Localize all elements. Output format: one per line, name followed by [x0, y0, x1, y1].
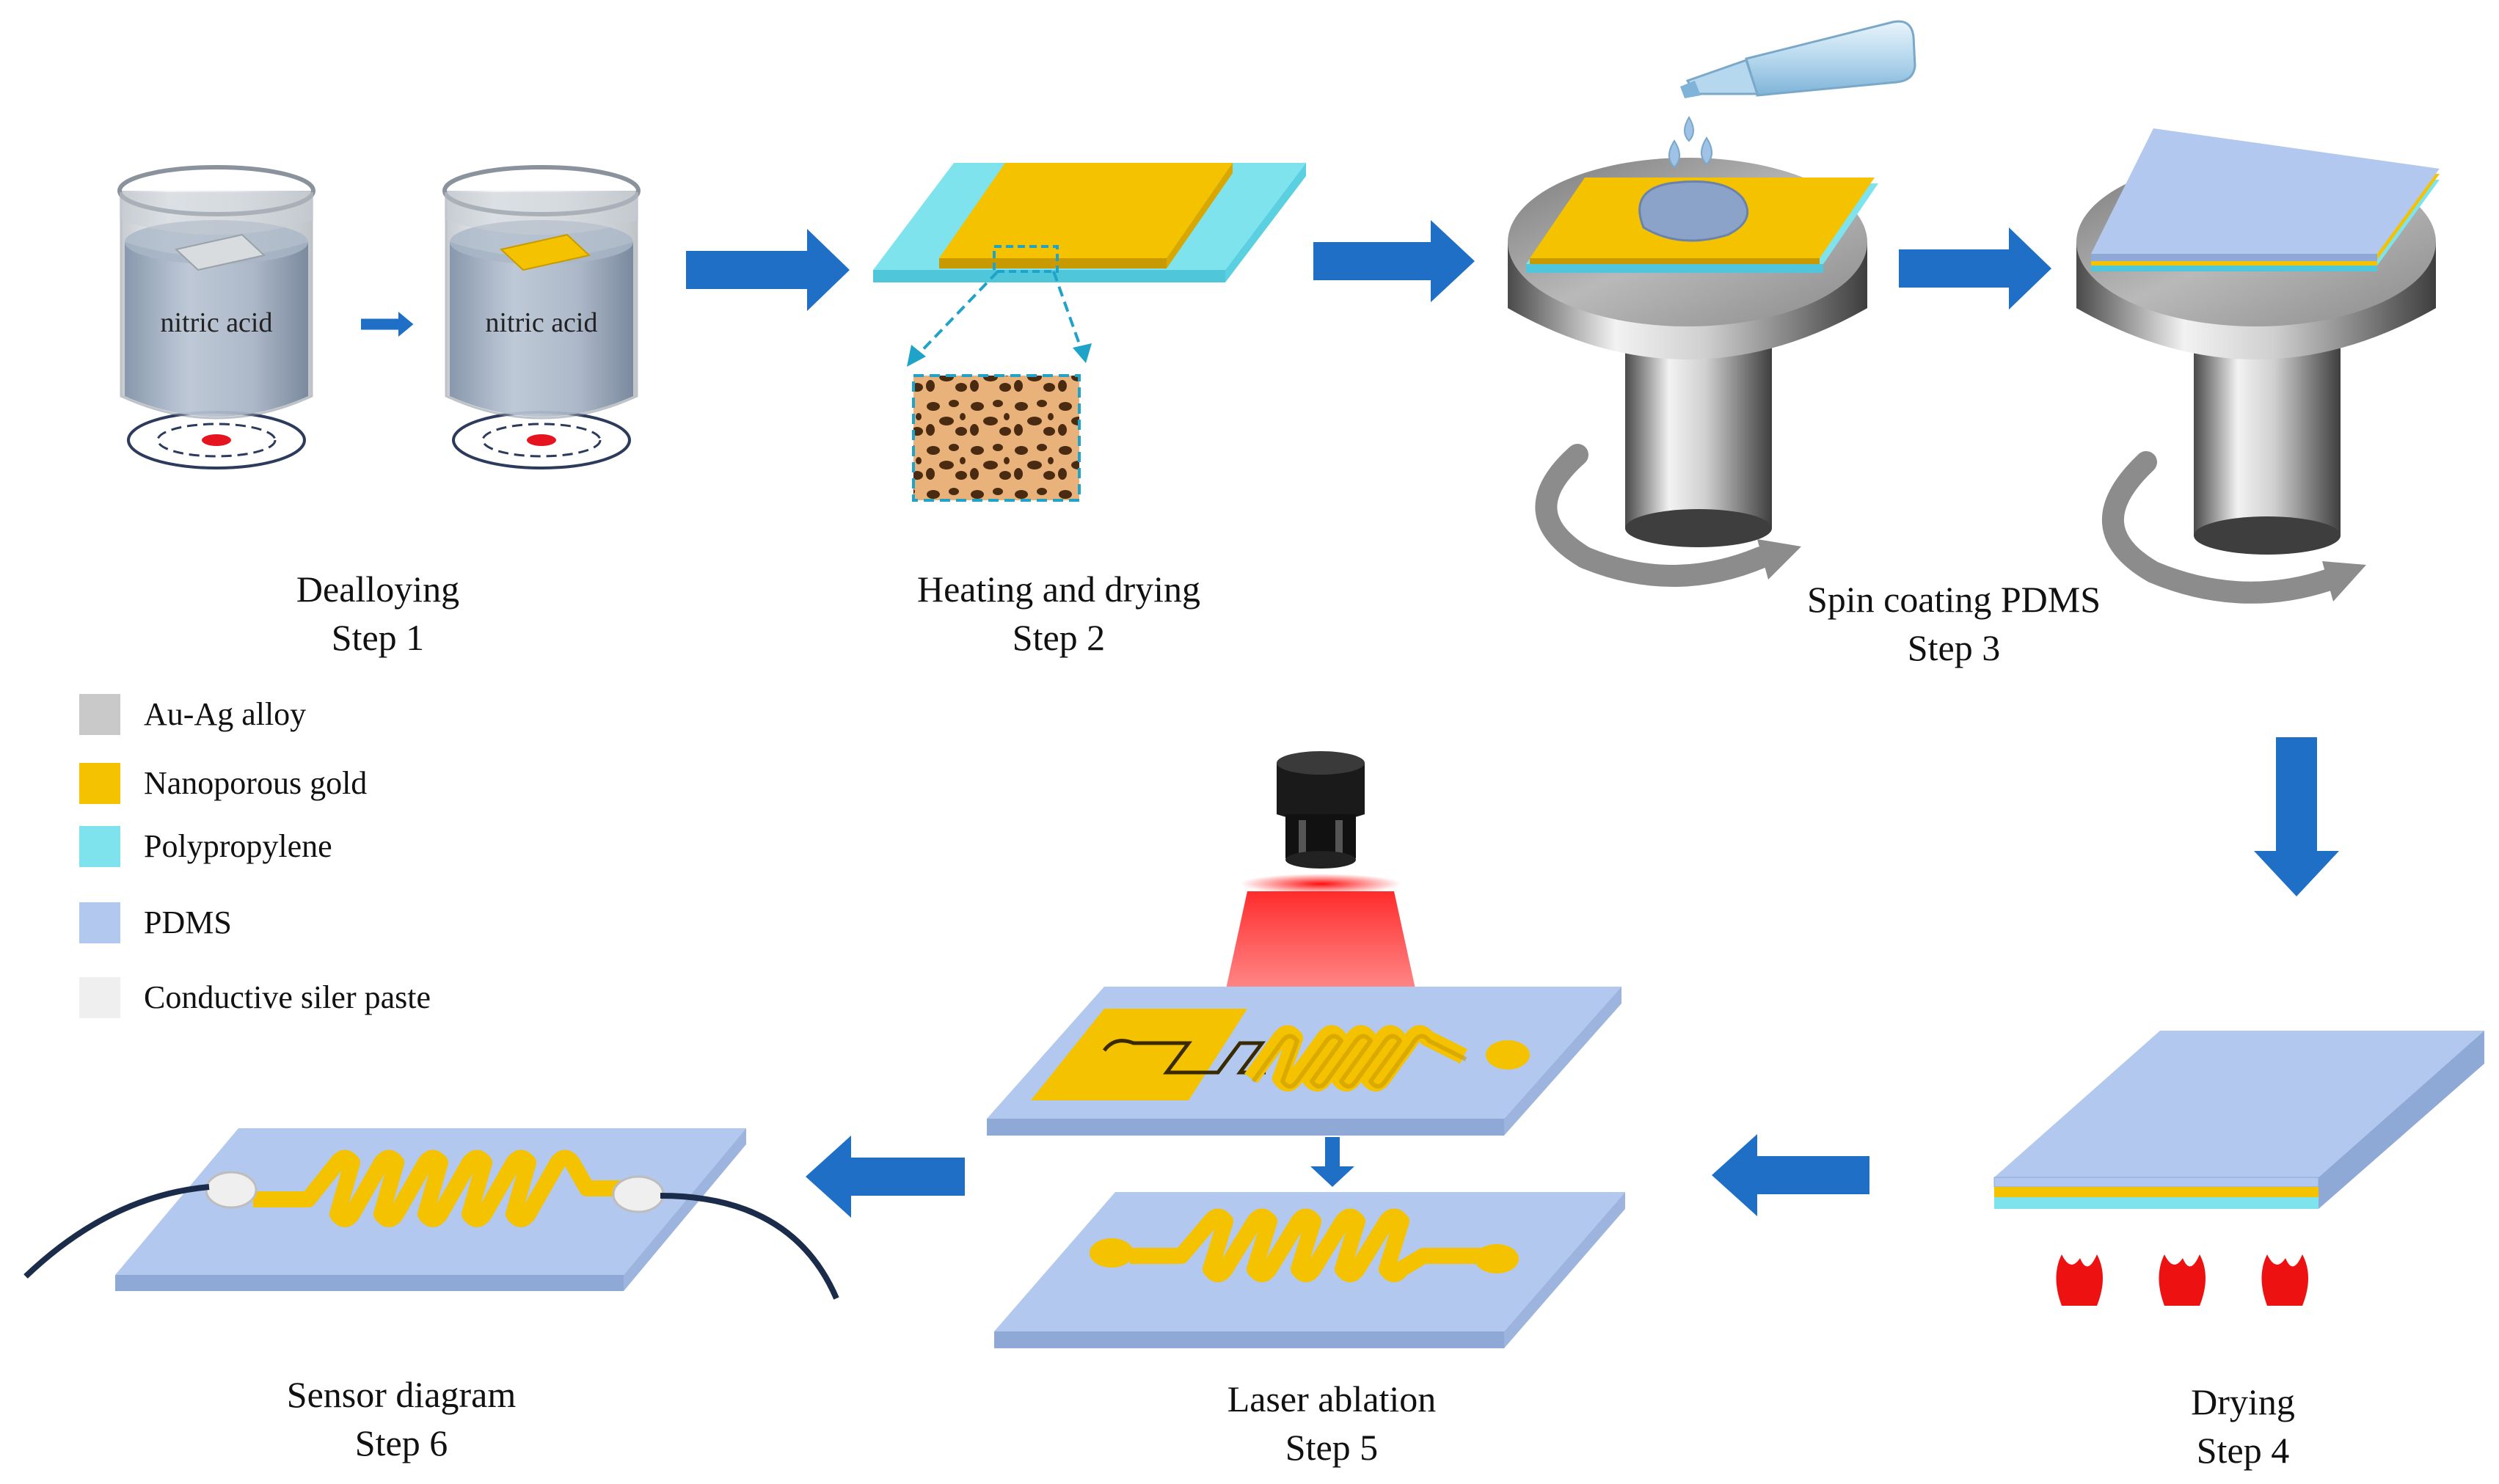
arrow-3-to-4: [2254, 737, 2339, 896]
legend-label: Au-Ag alloy: [144, 696, 307, 732]
caption-step-5: Laser ablation Step 5: [1227, 1375, 1437, 1472]
caption-step-1: Dealloying Step 1: [296, 565, 459, 662]
legend-swatch: [79, 694, 120, 735]
laser-spot: [1240, 874, 1401, 894]
arrow-3a-to-3b: [1899, 227, 2051, 310]
nanoporous-gold-layer: [939, 163, 1233, 268]
pdms-droplets: [1668, 116, 1712, 169]
sample-on-spinner-1: [1526, 178, 1878, 273]
step-number: Step 5: [1285, 1427, 1379, 1468]
caption-step-6: Sensor diagram Step 6: [287, 1370, 516, 1467]
legend-label: Conductive siler paste: [144, 979, 431, 1015]
legend-label: Polypropylene: [144, 828, 332, 864]
step-number: Step 1: [331, 617, 425, 658]
drying-stack: [1993, 1031, 2484, 1209]
legend-swatch: [79, 826, 120, 867]
zoom-region: [993, 245, 1059, 273]
heat-flames: [2056, 1254, 2308, 1306]
legend-label: Nanoporous gold: [144, 765, 368, 801]
step-number: Step 4: [2196, 1430, 2290, 1471]
arrow-2-to-3: [1313, 220, 1475, 302]
ablation-board-top: [987, 987, 1621, 1136]
arrow-5-internal: [1310, 1137, 1354, 1187]
legend-swatch: [79, 763, 120, 804]
arrow-step1-internal: [361, 312, 414, 337]
step-number: Step 2: [1012, 617, 1106, 658]
nanoporous-micrograph: [912, 374, 1081, 502]
sample-on-spinner-2: [2091, 128, 2440, 271]
sensor-device: [23, 1128, 839, 1300]
step-title: Sensor diagram: [286, 1374, 517, 1415]
caption-step-2: Heating and drying Step 2: [917, 565, 1200, 662]
arrow-5-to-6: [806, 1136, 965, 1218]
step-title: Heating and drying: [916, 569, 1201, 610]
legend-label: PDMS: [144, 904, 232, 940]
laser-beam: [1222, 891, 1420, 1009]
caption-step-3: Spin coating PDMS Step 3: [1807, 575, 2101, 672]
laser-head: [1277, 751, 1365, 869]
arrow-4-to-5: [1712, 1134, 1869, 1216]
legend-swatch: [79, 977, 120, 1018]
step-title: Dealloying: [296, 569, 460, 610]
beaker-2: [442, 165, 641, 469]
step-title: Laser ablation: [1227, 1378, 1437, 1419]
arrow-1-to-2: [686, 229, 850, 311]
beaker-2-label: nitric acid: [486, 307, 598, 338]
step-title: Drying: [2191, 1381, 2295, 1422]
zoom-lines: [907, 270, 1092, 367]
pdms-dropper-bottle: [1680, 20, 1916, 98]
step-number: Step 6: [354, 1422, 448, 1463]
beaker-1-label: nitric acid: [161, 307, 273, 338]
step-number: Step 3: [1907, 627, 2001, 668]
legend-swatch: [79, 902, 120, 943]
step-title: Spin coating PDMS: [1806, 579, 2101, 620]
ablation-board-bottom: [994, 1192, 1625, 1348]
caption-step-4: Drying Step 4: [2191, 1378, 2295, 1474]
beaker-1: [117, 165, 315, 469]
